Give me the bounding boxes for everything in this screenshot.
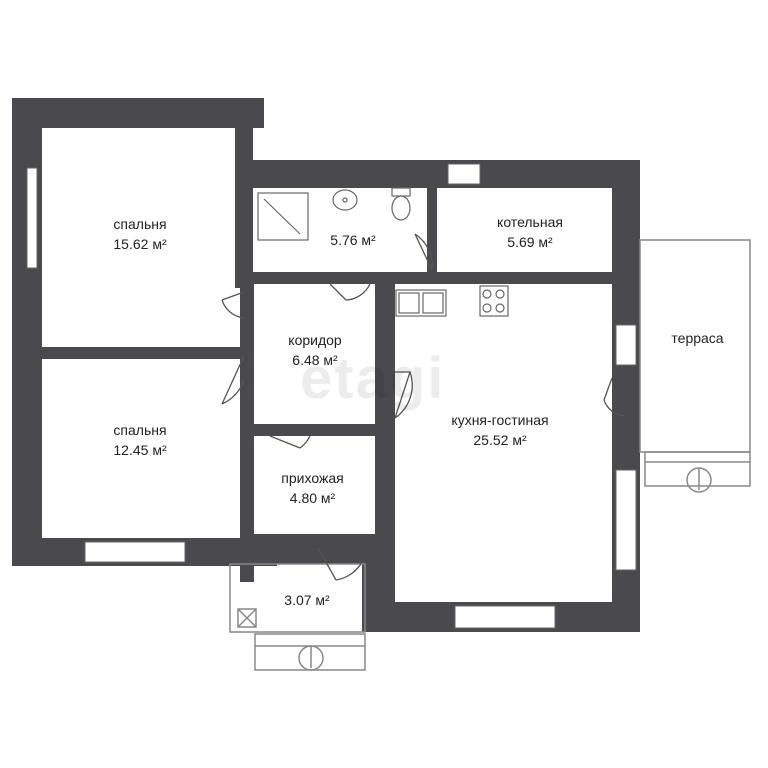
room-label-kitchen-living: кухня-гостиная 25.52 м²: [430, 410, 570, 450]
wall-bath-boiler: [427, 188, 437, 276]
toilet-icon: [391, 195, 411, 221]
room-area: 12.45 м²: [113, 442, 167, 458]
room-name: котельная: [497, 214, 563, 230]
door-boiler: [329, 283, 371, 301]
terrace: [639, 239, 751, 493]
room-area: 3.07 м²: [284, 592, 330, 608]
stove-burner-4: [495, 303, 505, 313]
door-terrace: [603, 377, 625, 417]
wall-terrace-pillar: [612, 420, 640, 460]
kitchen-sink-basin-2: [422, 292, 444, 314]
room-label-terrace: терраса: [650, 328, 745, 348]
wall-corridor-hall: [253, 424, 378, 436]
wall-top-middle: [235, 160, 640, 188]
vent-box-cross-2: [237, 608, 257, 628]
window-bedroom-bottom: [84, 541, 186, 563]
room-area: 5.69 м²: [507, 234, 553, 250]
stove-icon: [479, 285, 509, 317]
wall-bath-bottom: [253, 272, 613, 284]
door-kitchen: [394, 371, 413, 419]
stove-burner-1: [482, 289, 492, 299]
room-name: спальня: [113, 422, 167, 438]
vent-box: [237, 608, 257, 628]
window-kitchen-right-top: [615, 324, 637, 366]
room-name: терраса: [671, 330, 724, 346]
window-bedroom-left: [26, 167, 38, 269]
room-label-hallway: прихожая 4.80 м²: [255, 468, 370, 508]
watermark: etagi: [300, 346, 446, 411]
wall-corridor-right: [375, 282, 395, 632]
toilet-tank-icon: [391, 187, 411, 197]
vestibule-outline: [229, 563, 366, 633]
sink-drain: [342, 197, 348, 203]
wall-corridor-left: [240, 282, 254, 582]
room-label-corridor: коридор 6.48 м²: [260, 330, 370, 370]
room-label-bedroom-top: спальня 15.62 м²: [90, 214, 190, 254]
room-area: 25.52 м²: [473, 432, 527, 448]
room-name: спальня: [113, 216, 167, 232]
windows: [26, 163, 637, 629]
terrace-steps: [644, 451, 751, 487]
room-label-bedroom-bottom: спальня 12.45 м²: [90, 420, 190, 460]
room-name: прихожая: [281, 470, 344, 486]
window-kitchen-bottom: [454, 605, 556, 629]
room-label-bathroom: 5.76 м²: [308, 230, 398, 250]
door-bedroom-top: [221, 291, 245, 319]
shower-icon: [257, 192, 309, 241]
window-bath: [447, 163, 481, 185]
room-name: кухня-гостиная: [451, 412, 549, 428]
room-area: 15.62 м²: [113, 236, 167, 252]
wall-bedroom-right: [235, 98, 253, 288]
sink-icon: [332, 189, 358, 211]
wall-bedrooms-divider: [40, 347, 240, 359]
door-corridor-hall: [269, 435, 311, 449]
stove-burner-3: [482, 303, 492, 313]
wall-hall-bottom: [253, 534, 378, 564]
kitchen-sink-basin-1: [398, 292, 420, 314]
porch: [229, 563, 366, 671]
fixtures: [257, 187, 509, 317]
door-bedroom-bottom: [221, 355, 245, 405]
shower-drain-line: [263, 198, 301, 235]
wall-top-left: [12, 98, 264, 128]
room-area: 6.48 м²: [292, 352, 338, 368]
room-area: 4.80 м²: [289, 490, 336, 506]
room-area: 5.76 м²: [330, 232, 376, 248]
door-entrance: [317, 547, 363, 581]
stove-burner-2: [495, 289, 505, 299]
doors: [221, 233, 625, 581]
room-label-vestibule: 3.07 м²: [262, 590, 352, 610]
room-name: коридор: [288, 332, 342, 348]
window-kitchen-right-bottom: [615, 469, 637, 571]
room-label-boiler: котельная 5.69 м²: [470, 212, 590, 252]
porch-steps: [254, 633, 366, 671]
door-bath: [414, 233, 433, 271]
kitchen-sink-icon: [395, 289, 447, 317]
